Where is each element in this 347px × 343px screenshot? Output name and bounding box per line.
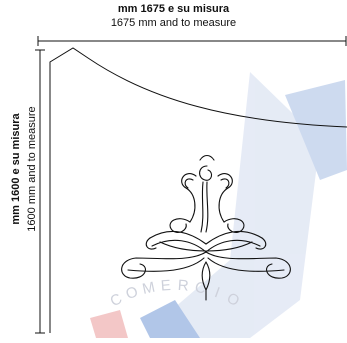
ornament	[121, 154, 291, 301]
height-dimension	[35, 49, 45, 334]
width-label-sub: 1675 mm and to measure	[110, 17, 237, 29]
watermark-blue-shape-2	[285, 80, 347, 180]
panel-outline	[49, 47, 347, 333]
watermark-letter: O	[124, 283, 142, 303]
width-label-bold: mm 1675 e su misura	[117, 3, 230, 15]
watermark-letter: C	[107, 290, 125, 311]
watermark-letter: R	[177, 277, 190, 295]
watermark-letter: C	[193, 279, 208, 298]
watermark-letter: M	[141, 278, 158, 297]
watermark-letter: E	[160, 277, 172, 295]
watermark-letter: I	[212, 284, 223, 302]
width-dimension	[37, 36, 347, 46]
height-label-sub: 1600 mm and to measure	[26, 106, 38, 232]
watermark-red-shape	[90, 310, 128, 338]
height-label-bold: mm 1600 e su misura	[10, 113, 22, 225]
watermark-blue-shape	[150, 72, 320, 338]
watermark-blue-shape-3	[140, 300, 200, 338]
